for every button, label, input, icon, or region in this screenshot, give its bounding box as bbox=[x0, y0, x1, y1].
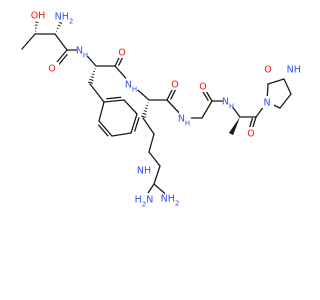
atom-label-nh-ala: NH bbox=[222, 95, 235, 111]
atom-label-o-amide: O bbox=[263, 63, 275, 76]
atom-label-o-arg: O bbox=[170, 78, 182, 91]
atom-label-nh-gly: NH bbox=[178, 112, 191, 128]
single-bond bbox=[54, 33, 68, 51]
svg-text:NH2: NH2 bbox=[161, 194, 180, 208]
single-bond bbox=[279, 93, 292, 109]
atom-label-n-pro: N bbox=[262, 96, 274, 109]
atom-label-nh2-amide: NH2 bbox=[287, 63, 300, 79]
svg-text:O: O bbox=[171, 80, 178, 91]
atom-label-oh: OH bbox=[31, 9, 46, 22]
hashed-bond-phe-cb bbox=[88, 68, 96, 84]
svg-text:NH: NH bbox=[137, 166, 151, 177]
atom-label-o-ala: O bbox=[246, 127, 258, 140]
aromatic-bond-inner bbox=[98, 124, 109, 137]
aromatic-bond-inner bbox=[106, 96, 122, 100]
atom-label-o-thr: O bbox=[47, 62, 59, 75]
atom-label-nh-gua: NH bbox=[137, 164, 151, 177]
single-bond bbox=[153, 165, 161, 185]
single-bond bbox=[89, 83, 105, 103]
svg-text:O: O bbox=[48, 64, 55, 75]
single-bond bbox=[123, 99, 138, 115]
svg-text:O: O bbox=[264, 65, 271, 76]
single-bond bbox=[111, 132, 132, 137]
hashed-bond-arg-cb bbox=[141, 102, 149, 118]
svg-text:H2N: H2N bbox=[135, 195, 154, 209]
svg-text:O: O bbox=[118, 48, 125, 59]
svg-text:O: O bbox=[199, 82, 206, 93]
svg-text:NH2: NH2 bbox=[55, 12, 74, 26]
single-bond bbox=[201, 100, 213, 119]
aromatic-bond bbox=[98, 120, 113, 137]
svg-text:O: O bbox=[247, 129, 254, 140]
atom-label-nh-phe: NH bbox=[76, 44, 89, 60]
wedge-bond-ala-me bbox=[228, 117, 240, 136]
svg-text:N: N bbox=[263, 98, 270, 109]
svg-text:NH2: NH2 bbox=[287, 65, 300, 79]
atom-label-o-gly: O bbox=[198, 80, 210, 93]
aromatic-bond bbox=[103, 99, 125, 103]
atom-label-nh2-gua2: NH2 bbox=[161, 192, 180, 208]
atom-label-nh2-top: NH2 bbox=[55, 10, 74, 26]
molecule-structure-diagram: OHNH2ONHONHONHONHONONH2NHH2NNH2 bbox=[21, 9, 300, 209]
single-bond bbox=[98, 101, 105, 122]
aromatic-bond bbox=[130, 113, 138, 134]
atom-label-o-phe: O bbox=[117, 46, 129, 59]
atom-label-nh-arg: NH bbox=[125, 78, 138, 94]
svg-text:OH: OH bbox=[31, 11, 46, 22]
single-bond bbox=[148, 151, 161, 167]
atom-label-nh2-gua1: H2N bbox=[135, 193, 154, 209]
single-bond bbox=[142, 117, 155, 135]
single-bond bbox=[267, 78, 285, 85]
single-bond bbox=[21, 33, 36, 50]
aromatic-bond-inner bbox=[134, 117, 140, 132]
single-bond bbox=[148, 133, 155, 153]
single-bond bbox=[283, 78, 292, 95]
